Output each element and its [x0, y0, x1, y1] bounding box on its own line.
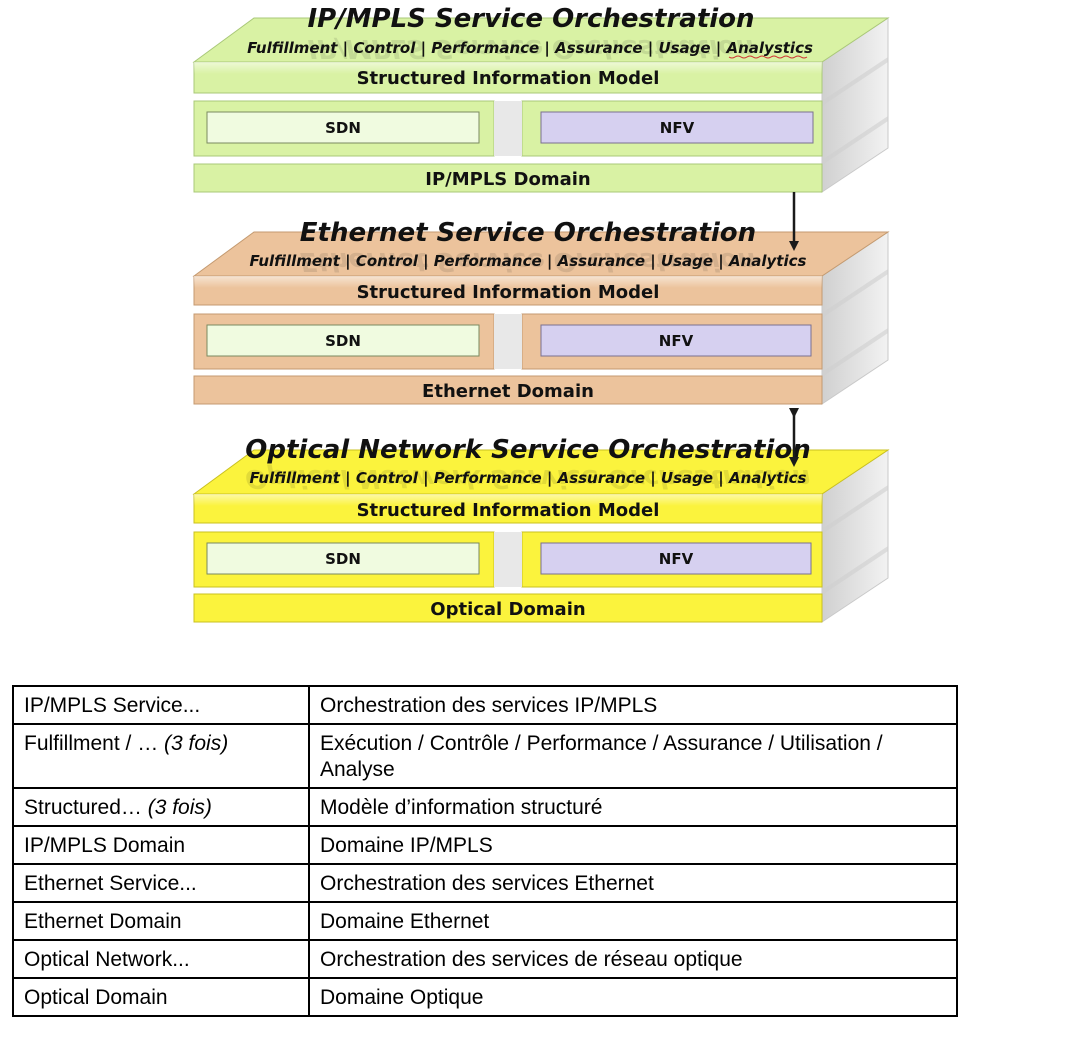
layer-optical-domain-band	[193, 593, 823, 623]
translation-table: IP/MPLS Service... Orchestration des serv…	[12, 685, 958, 1017]
translation-row: IP/MPLS Domain Domaine IP/MPLS	[12, 825, 958, 865]
layer-ipmpls-domain-label: IP/MPLS Domain	[425, 169, 590, 190]
layer-ipmpls: IP/MPLS Service Orchestration IP/MPLS Se…	[192, 4, 890, 193]
translation-row: Structured… (3 fois)Modèle d’information…	[12, 787, 958, 827]
layer-ethernet-nfv-box	[540, 324, 812, 357]
translation-row: Fulfillment / … (3 fois)Exécution / Cont…	[12, 723, 958, 789]
term-cell: Ethernet Domain	[12, 901, 310, 941]
layer-ethernet: Ethernet Service Orchestration Ethernet …	[192, 218, 890, 405]
layer-ipmpls-title-reflection: IP/MPLS Service Orchestration	[307, 33, 754, 63]
term-cell: Structured… (3 fois)	[12, 787, 310, 827]
translation-cell: Domaine Optique	[308, 977, 958, 1017]
term-text: Optical Network...	[24, 948, 190, 971]
layer-optical-nfv-label: NFV	[659, 550, 694, 568]
layer-ipmpls-title: IP/MPLS Service Orchestration	[307, 4, 754, 34]
term-cell: Fulfillment / … (3 fois)	[12, 723, 310, 789]
layer-optical: Optical Network Service Orchestration Op…	[192, 435, 890, 623]
term-text: Ethernet Domain	[24, 910, 182, 933]
translation-row: Ethernet Domain Domaine Ethernet	[12, 901, 958, 941]
term-cell: Ethernet Service...	[12, 863, 310, 903]
term-note: (3 fois)	[164, 732, 229, 755]
translation-cell: Orchestration des services Ethernet	[308, 863, 958, 903]
term-cell: IP/MPLS Service...	[12, 685, 310, 725]
orchestration-stack-diagram: IP/MPLS Service Orchestration IP/MPLS Se…	[192, 4, 890, 623]
term-cell: Optical Domain	[12, 977, 310, 1017]
translation-cell: Orchestration des services IP/MPLS	[308, 685, 958, 725]
layer-ipmpls-functions: Fulfillment | Control | Performance | As…	[247, 39, 813, 58]
layer-optical-nfv-box	[540, 542, 812, 575]
translation-row: IP/MPLS Service... Orchestration des serv…	[12, 685, 958, 725]
term-note: (3 fois)	[147, 796, 212, 819]
term-text: Ethernet Service...	[24, 872, 197, 895]
layer-ethernet-sdn-label: SDN	[325, 332, 361, 350]
layer-ethernet-sdn-box	[206, 324, 480, 357]
translation-cell: Orchestration des services de réseau opt…	[308, 939, 958, 979]
layer-ethernet-domain-label: Ethernet Domain	[422, 381, 594, 402]
term-cell: Optical Network...	[12, 939, 310, 979]
layer-optical-sdn-box	[206, 542, 480, 575]
term-text: IP/MPLS Domain	[24, 834, 186, 857]
term-text: IP/MPLS Service...	[24, 694, 201, 717]
layer-ethernet-nfv-label: NFV	[659, 332, 694, 350]
term-text: Structured…	[24, 796, 148, 819]
layer-ipmpls-nfv-label: NFV	[660, 119, 695, 137]
term-text: Optical Domain	[24, 986, 168, 1009]
svg-text:Optical Network Service Orches: Optical Network Service Orchestration	[245, 463, 810, 493]
translation-cell: Modèle d’information structuré	[308, 787, 958, 827]
svg-text:Ethernet Service Orchestration: Ethernet Service Orchestration	[300, 246, 756, 276]
translation-row: Optical Domain Domaine Optique	[12, 977, 958, 1017]
layer-optical-domain-label: Optical Domain	[430, 599, 585, 620]
layer-ethernet-model-label: Structured Information Model	[357, 282, 660, 303]
translation-row: Ethernet Service... Orchestration des ser…	[12, 863, 958, 903]
term-text: Fulfillment / …	[24, 732, 165, 755]
layer-optical-title: Optical Network Service Orchestration	[245, 435, 810, 465]
layer-ipmpls-nfv-box	[540, 111, 814, 144]
term-cell: IP/MPLS Domain	[12, 825, 310, 865]
layer-ipmpls-model-label: Structured Information Model	[357, 68, 660, 89]
translation-cell: Domaine IP/MPLS	[308, 825, 958, 865]
layer-ethernet-title: Ethernet Service Orchestration	[300, 218, 756, 248]
layer-ipmpls-sdn-label: SDN	[325, 119, 361, 137]
layer-ethernet-domain-band	[193, 375, 823, 405]
translation-cell: Domaine Ethernet	[308, 901, 958, 941]
translation-row: Optical Network... Orchestration des serv…	[12, 939, 958, 979]
layer-optical-sdn-label: SDN	[325, 550, 361, 568]
layer-ipmpls-sdn-box	[206, 111, 480, 144]
layer-optical-model-label: Structured Information Model	[357, 500, 660, 521]
layer-optical-functions: Fulfillment | Control | Performance | As…	[250, 469, 807, 488]
layer-ipmpls-domain-band	[193, 163, 823, 193]
layer-ethernet-functions: Fulfillment | Control | Performance | As…	[250, 252, 807, 271]
translation-cell: Exécution / Contrôle / Performance / Ass…	[308, 723, 958, 789]
